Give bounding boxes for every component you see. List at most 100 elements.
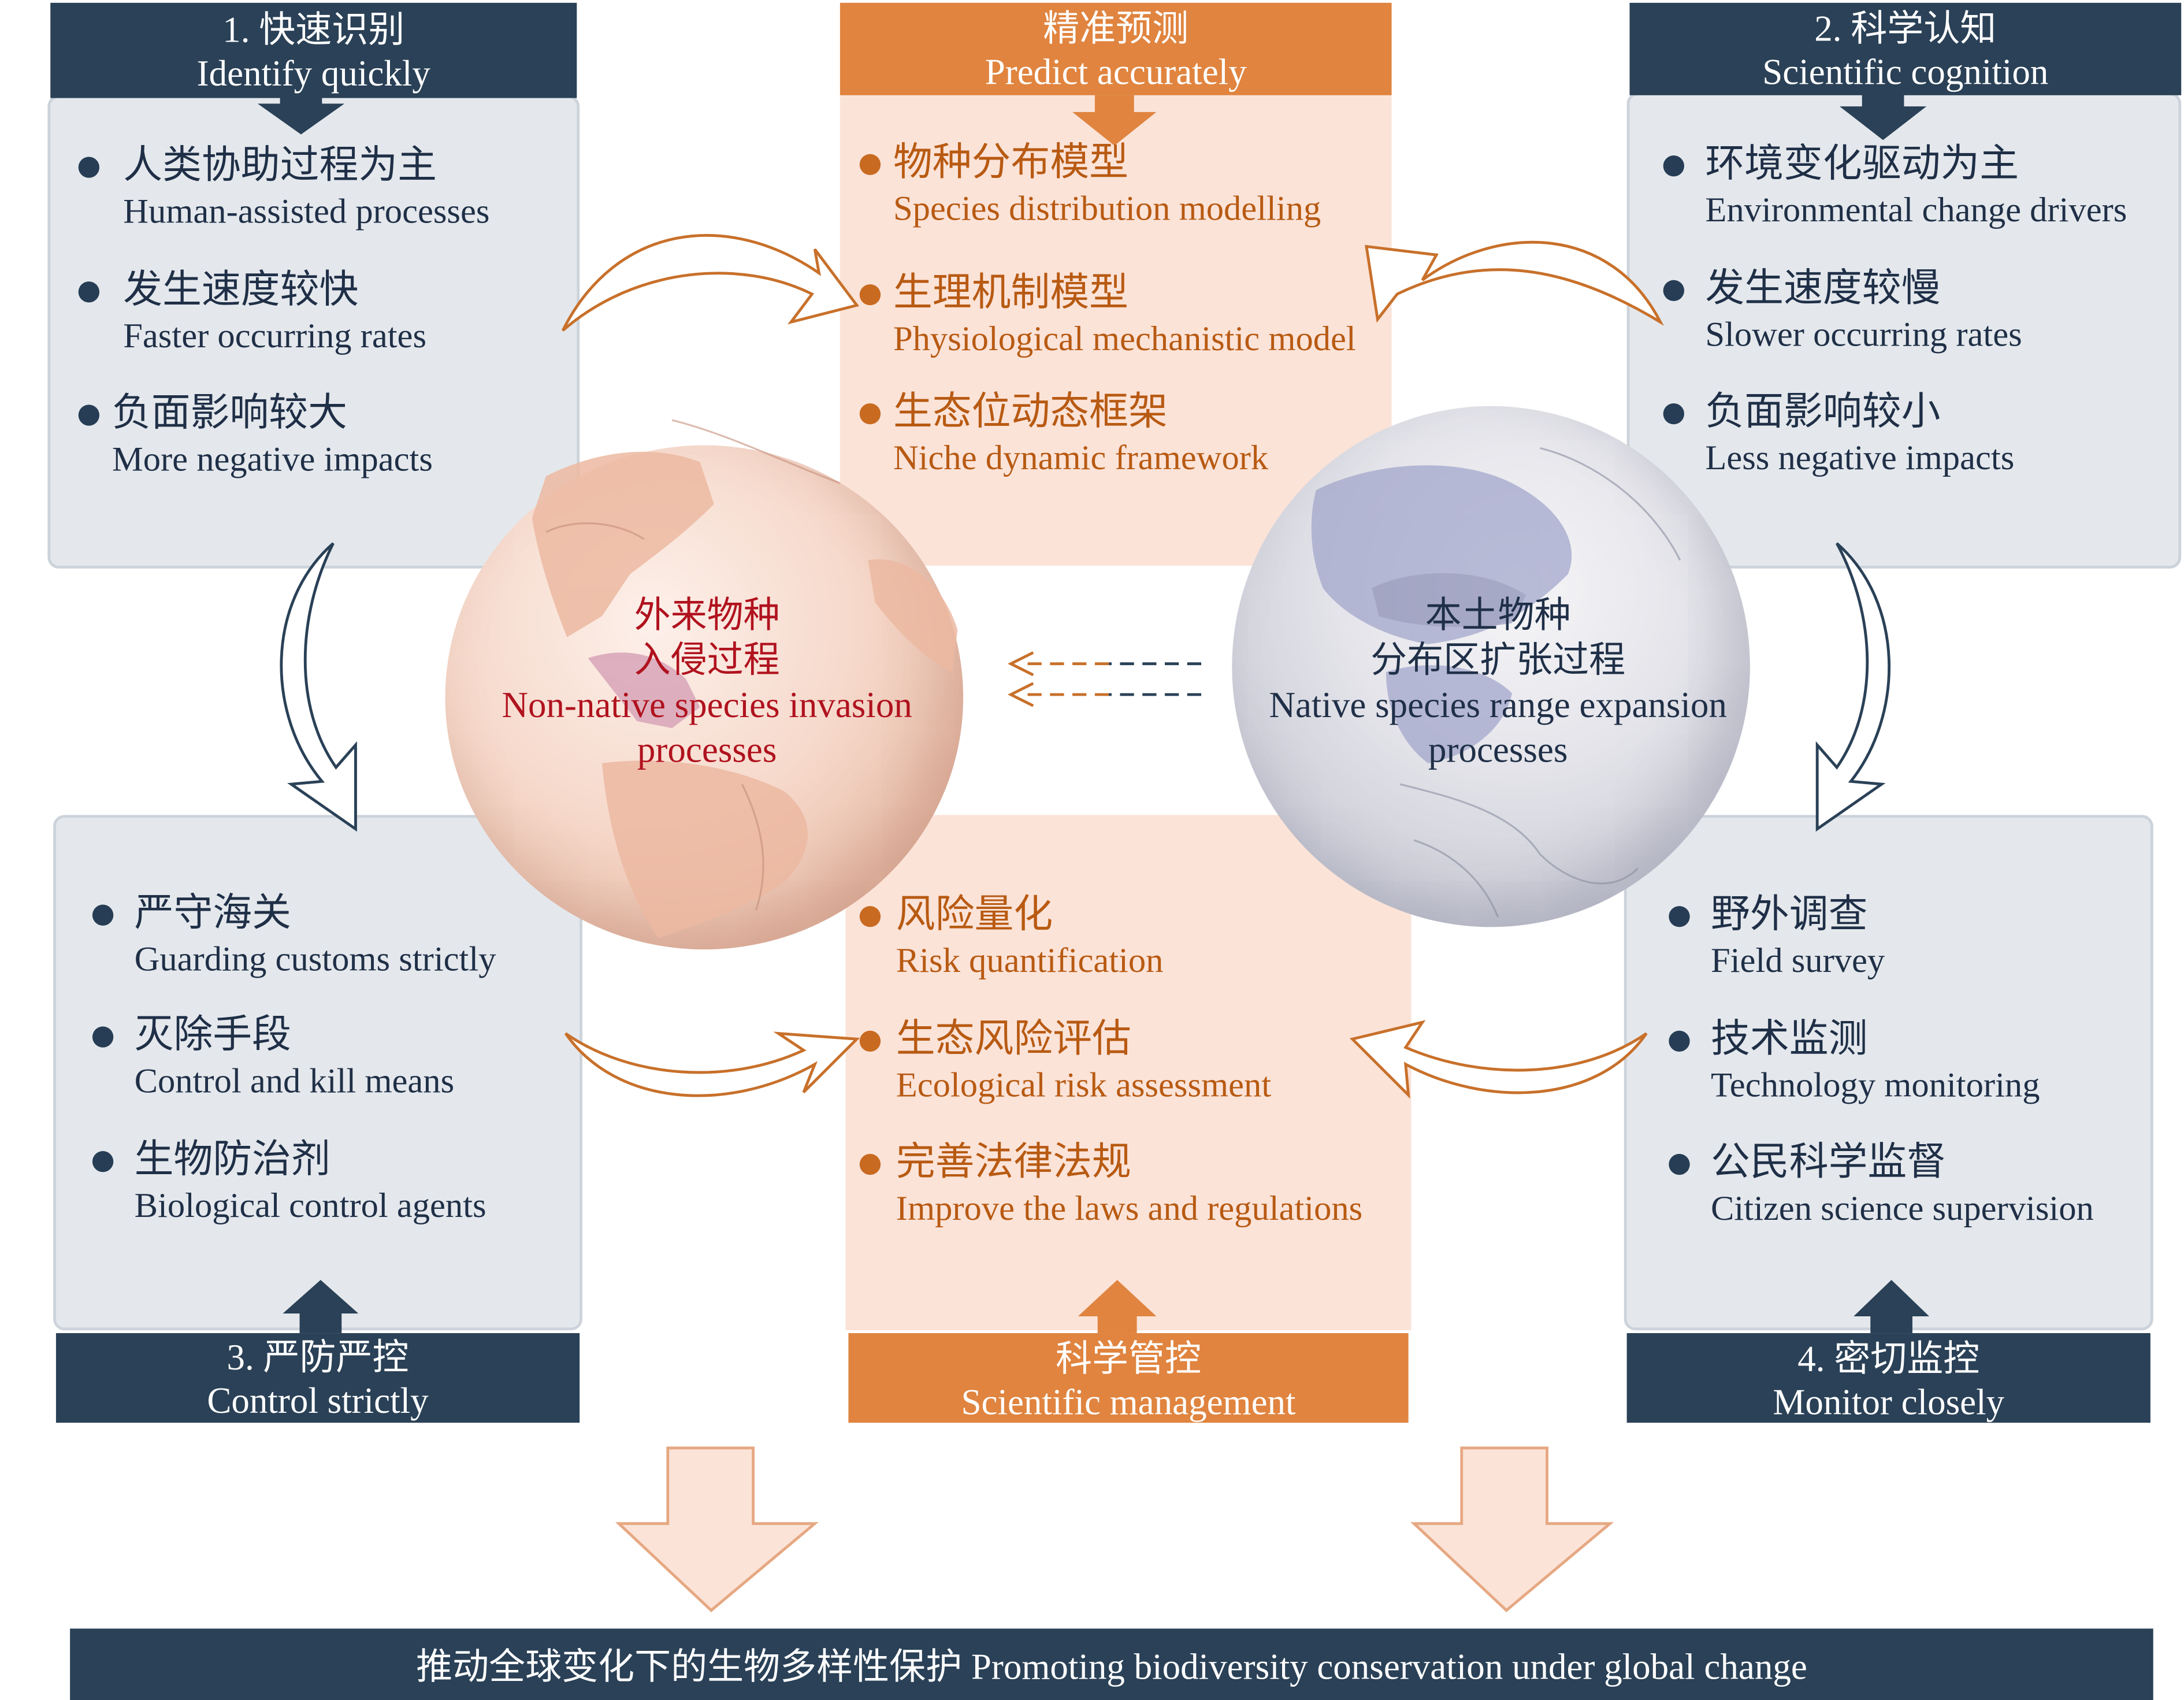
item-cn: 负面影响较小: [1705, 391, 1941, 435]
item-cn: 发生速度较快: [123, 269, 359, 313]
item-cn: 人类协助过程为主: [123, 144, 437, 188]
list-item: 发生速度较快 Faster occurring rates: [123, 268, 426, 359]
predict-panel: [840, 95, 1392, 566]
bullet: [859, 1030, 881, 1052]
item-cn: 发生速度较慢: [1705, 267, 1941, 311]
list-item: 灭除手段 Control and kill means: [135, 1012, 455, 1104]
invasion-label-cn1: 外来物种: [634, 595, 780, 636]
item-en: Environmental change drivers: [1705, 192, 2127, 230]
arrow-down-left: [615, 1446, 819, 1613]
bullet: [1669, 1030, 1690, 1052]
identify-panel: [47, 95, 580, 569]
list-item: 负面影响较大 More negative impacts: [112, 391, 433, 482]
monitor-header-en: Monitor closely: [1773, 1382, 2005, 1423]
bullet: [859, 403, 881, 425]
list-item: 完善法律法规 Improve the laws and regulations: [896, 1140, 1362, 1231]
predict-header: 精准预测 Predict accurately: [840, 2, 1392, 95]
arrow-cognition-down: [1815, 542, 1891, 832]
vertical-arrows: [280, 542, 1891, 832]
bullet: [859, 1153, 881, 1175]
list-item: 发生速度较慢 Slower occurring rates: [1705, 266, 2022, 357]
item-cn: 生态位动态框架: [893, 391, 1168, 435]
item-cn: 公民科学监督: [1711, 1141, 1947, 1185]
native-globe-borders: [1399, 447, 1681, 918]
native-label-en1: Native species range expansion: [1269, 685, 1727, 726]
item-cn: 生理机制模型: [893, 272, 1129, 315]
item-cn: 灭除手段: [134, 1014, 292, 1057]
item-en: Less negative impacts: [1705, 439, 2015, 478]
invasion-label: 外来物种 入侵过程 Non-native species invasion pr…: [462, 594, 952, 773]
footer-banner: 推动全球变化下的生物多样性保护 Promoting biodiversity c…: [70, 1628, 2153, 1700]
item-cn: 风险量化: [896, 893, 1053, 937]
control-header-en: Control strictly: [207, 1380, 429, 1421]
management-header-cn: 科学管控: [1055, 1338, 1202, 1380]
item-en: Human-assisted processes: [123, 193, 490, 231]
bullet: [859, 154, 881, 175]
item-cn: 完善法律法规: [896, 1141, 1131, 1185]
arrow-predict-header-down: [1072, 95, 1157, 146]
list-item: 人类协助过程为主 Human-assisted processes: [123, 143, 489, 234]
cognition-header-en: Scientific cognition: [1762, 51, 2049, 92]
list-item: 环境变化驱动为主 Environmental change drivers: [1705, 142, 2127, 233]
item-cn: 严守海关: [134, 892, 292, 936]
management-panel: [845, 815, 1412, 1331]
arrow-monitor-header-up: [1854, 1279, 1930, 1334]
arrow-cognition-to-predict: [1365, 240, 1664, 326]
item-en: Improve the laws and regulations: [896, 1190, 1363, 1228]
bullet: [1669, 905, 1690, 927]
item-en: Biological control agents: [134, 1187, 486, 1226]
list-item: 生物防治剂 Biological control agents: [135, 1137, 486, 1228]
item-cn: 生物防治剂: [134, 1138, 330, 1182]
identify-header-cn: 1. 快速识别: [222, 9, 405, 51]
predict-header-en: Predict accurately: [985, 51, 1247, 92]
item-en: Control and kill means: [134, 1063, 455, 1101]
bullet: [92, 1026, 114, 1048]
list-item: 生态风险评估 Ecological risk assessment: [896, 1016, 1271, 1108]
management-header: 科学管控 Scientific management: [848, 1333, 1409, 1423]
cognition-panel: [1626, 92, 2182, 569]
item-en: Species distribution modelling: [893, 190, 1321, 229]
invasion-label-en1: Non-native species invasion: [502, 685, 912, 726]
item-en: Risk quantification: [896, 942, 1164, 981]
dashed-arrows: [1008, 651, 1202, 707]
bullet: [859, 284, 881, 306]
list-item: 生态位动态框架 Niche dynamic framework: [893, 389, 1268, 481]
item-en: Citizen science supervision: [1711, 1190, 2094, 1228]
monitor-header: 4. 密切监控 Monitor closely: [1626, 1333, 2150, 1423]
item-cn: 野外调查: [1711, 893, 1868, 937]
item-en: Niche dynamic framework: [893, 439, 1269, 478]
native-globe-land: [1311, 465, 1572, 763]
native-label-cn1: 本土物种: [1425, 595, 1571, 636]
cognition-header: 2. 科学认知 Scientific cognition: [1629, 2, 2182, 95]
arrow-identify-down: [280, 542, 357, 832]
arrow-monitor-to-management: [1349, 1020, 1648, 1099]
native-label-cn2: 分布区扩张过程: [1370, 640, 1626, 681]
predict-header-cn: 精准预测: [1043, 8, 1189, 49]
bullet: [1669, 1153, 1690, 1175]
control-header: 3. 严防严控 Control strictly: [55, 1333, 580, 1423]
list-item: 风险量化 Risk quantification: [896, 892, 1164, 983]
item-cn: 环境变化驱动为主: [1705, 143, 2019, 187]
arrow-control-to-management: [564, 1031, 860, 1097]
bullet: [78, 157, 100, 178]
header-up-arrows: [283, 1279, 1930, 1334]
item-en: Slower occurring rates: [1705, 316, 2022, 355]
bullet: [859, 905, 881, 927]
control-header-cn: 3. 严防严控: [226, 1337, 409, 1378]
item-en: Faster occurring rates: [123, 318, 427, 356]
arrow-cognition-header-down: [1839, 92, 1927, 140]
item-en: Technology monitoring: [1711, 1067, 2040, 1105]
invasion-globe-borders: [545, 419, 841, 911]
bullet: [78, 404, 100, 426]
list-item: 技术监测 Technology monitoring: [1711, 1016, 2040, 1108]
hollow-arrows: [561, 233, 1664, 1099]
management-header-en: Scientific management: [961, 1382, 1296, 1423]
bullet: [1663, 403, 1684, 425]
list-item: 严守海关 Guarding customs strictly: [135, 890, 496, 982]
native-label: 本土物种 分布区扩张过程 Native species range expans…: [1232, 594, 1764, 773]
arrow-identify-header-down: [257, 95, 345, 135]
bullet: [78, 281, 100, 303]
item-en: Ecological risk assessment: [896, 1067, 1272, 1105]
item-en: Field survey: [1711, 942, 1885, 981]
